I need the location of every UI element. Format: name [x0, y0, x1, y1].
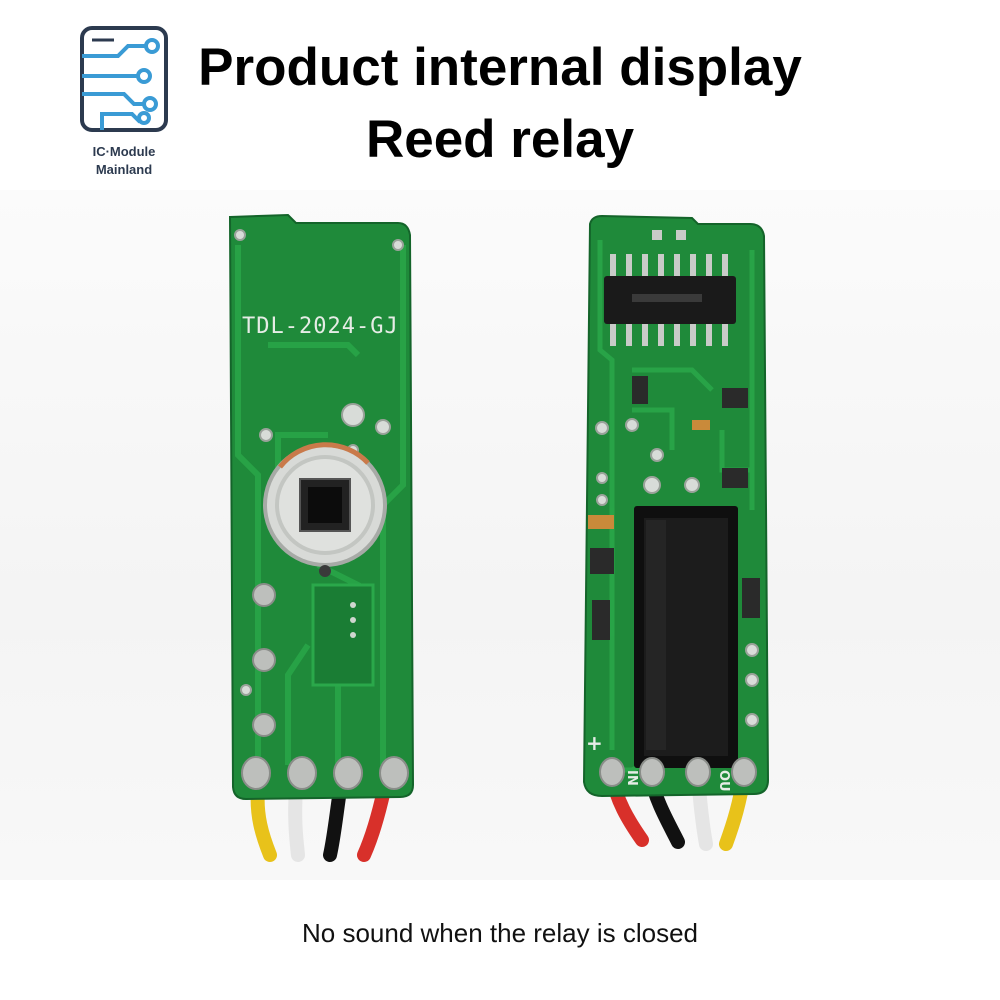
logo-line-2: Mainland — [95, 162, 153, 177]
product-photo-background — [0, 190, 1000, 880]
brand-logo: IC·Module Mainland — [78, 26, 170, 177]
left-wires — [250, 783, 391, 862]
logo-line-1: IC·Module — [92, 144, 156, 159]
caption: No sound when the relay is closed — [301, 918, 698, 948]
ic-chip — [604, 254, 736, 346]
input-label: IN — [624, 770, 639, 786]
reed-relay — [634, 506, 738, 768]
pcb-back-component-side: + IN OU — [582, 214, 770, 851]
plus-label: + — [586, 731, 603, 755]
page-title: Product internal display — [198, 38, 802, 97]
pir-sensor — [263, 442, 387, 577]
pcb-silkscreen-label: TDL-2024-GJ — [242, 314, 399, 339]
output-label: OU — [716, 770, 731, 792]
page-subtitle: Reed relay — [365, 110, 635, 169]
circuit-board-icon — [80, 26, 168, 132]
pcb-front-sensor-side: TDL-2024-GJ — [228, 213, 415, 862]
